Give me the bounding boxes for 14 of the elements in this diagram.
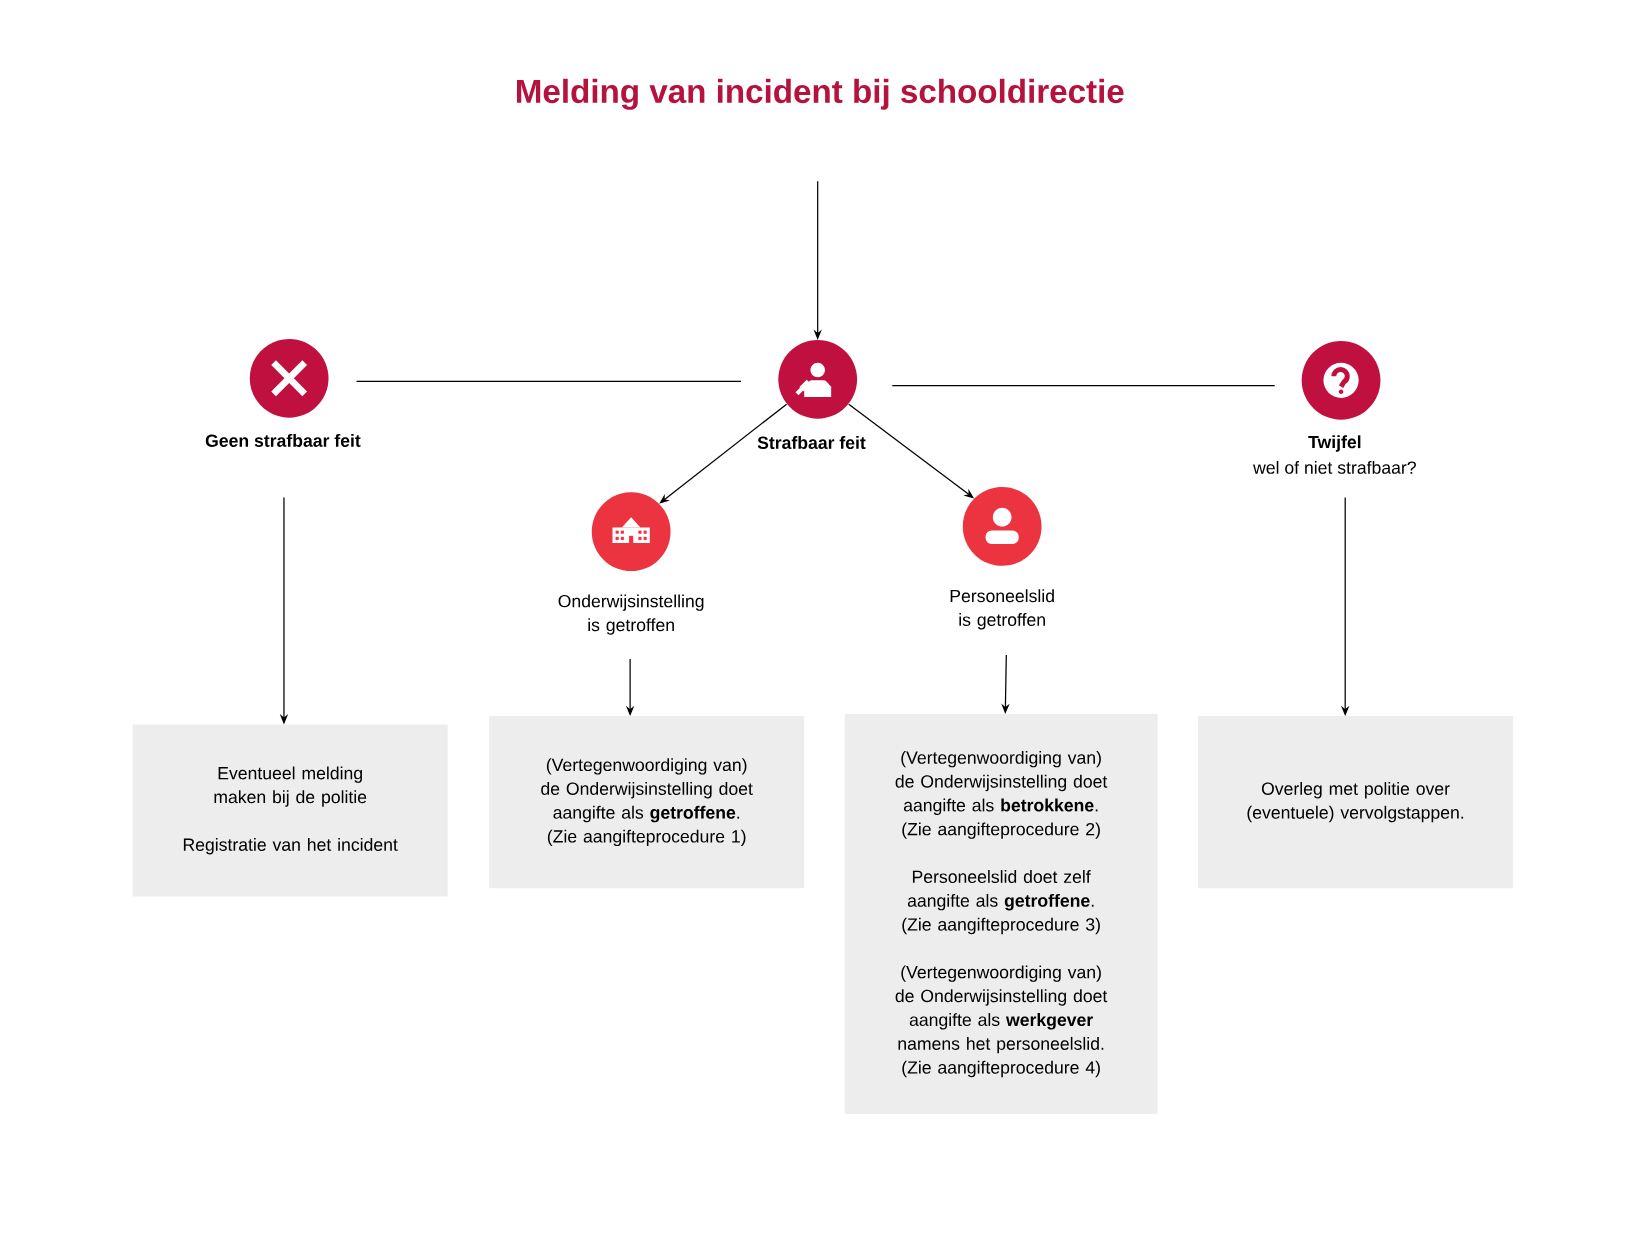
- node-label: Twijfel: [1308, 435, 1361, 452]
- connector-line: [355, 380, 742, 383]
- text-box: Eventueel melding maken bij de politie Registratie van het incident: [132, 724, 448, 897]
- text-box: (Vertegenwoordiging van) de Onderwijsinstelling doet aangifte als getroffene. (Zie aangifteprocedure 1): [489, 716, 805, 889]
- node-label: wel of niet strafbaar?: [1253, 461, 1416, 474]
- node-label: Strafbaar feit: [757, 436, 866, 450]
- connector-line: [891, 385, 1276, 387]
- node-label: Onderwijsinstelling is getroffen: [558, 594, 704, 635]
- title: Melding van incident bij schooldirectie: [517, 78, 1124, 110]
- arrow: [659, 403, 788, 504]
- text-box: Overleg met politie over (eventuele) vervolgstappen.: [1198, 716, 1514, 889]
- node-label: Geen strafbaar feit: [205, 434, 361, 448]
- node-label: Personeelslid is getroffen: [950, 589, 1054, 630]
- text-box: (Vertegenwoordiging van) de Onderwijsinstelling doet aangifte als betrokkene. (Zie aangifteprocedure 2) Personeelslid doet zelf aangifte als getroffene. (Zie aangifteprocedure 3) (Vertegenwoordiging van) de Onderwijsinstelling doet aangifte als werkgever namens het personeelslid. (Zie aangifteprocedure 4): [844, 714, 1158, 1115]
